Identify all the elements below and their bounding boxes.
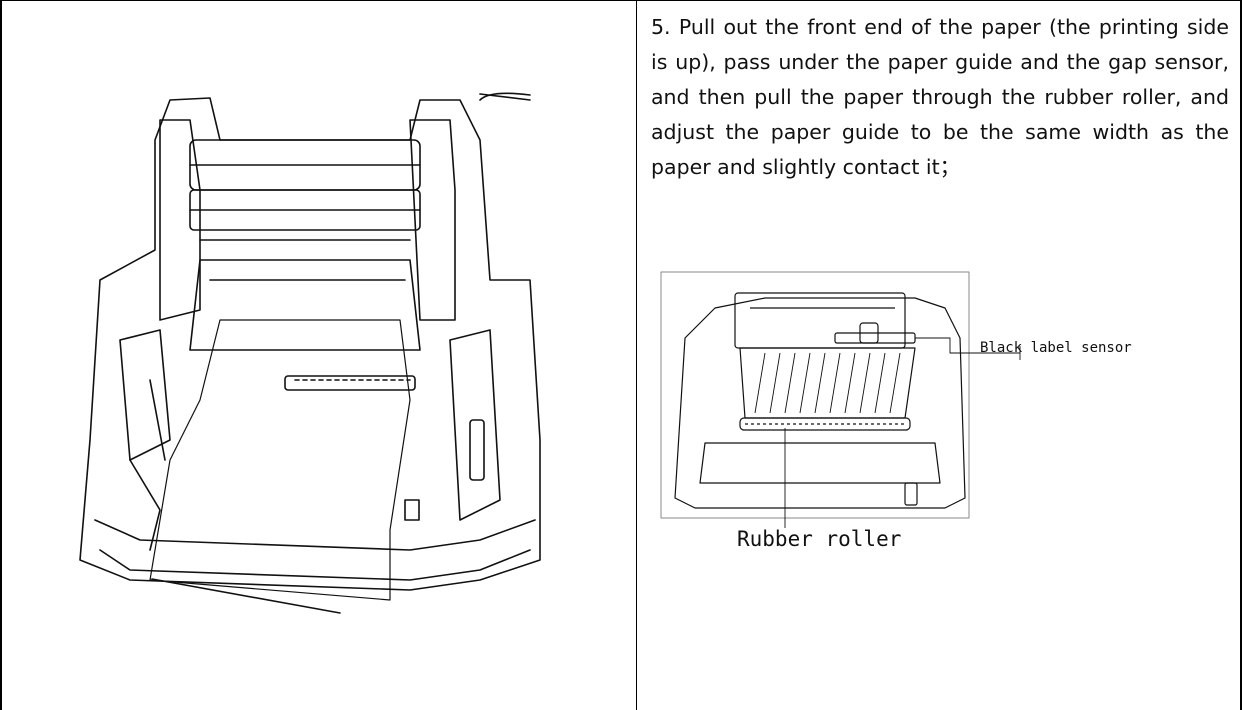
table-border-top — [0, 0, 1242, 1]
printer-detail-illustration — [660, 271, 1021, 528]
table-border-right — [1240, 0, 1242, 710]
table-border-left — [0, 0, 2, 710]
rubber-roller-label: Rubber roller — [737, 527, 902, 551]
printer-open-illustration — [79, 92, 541, 614]
black-label-sensor-label: Black label sensor — [980, 340, 1132, 356]
step-instruction-text: 5. Pull out the front end of the paper (… — [651, 15, 1229, 179]
table-border-middle — [636, 0, 637, 710]
